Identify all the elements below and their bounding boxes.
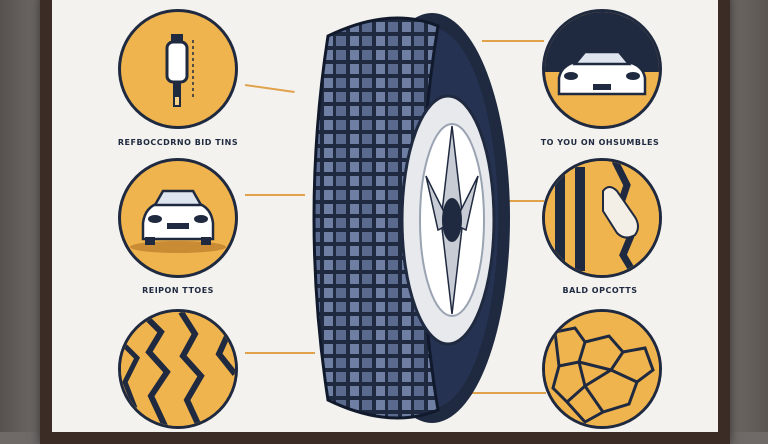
car-side-icon (542, 9, 662, 129)
label-mid-left: REIPON TTOES (142, 286, 214, 295)
tire-icon (270, 6, 520, 430)
label-top-left: REFBOCCDRNO BID TINS (117, 138, 239, 147)
label-mid-right: BALD OPCOTTS (562, 286, 638, 295)
label-top-right: TO YOU ON OHSUMBLES (540, 138, 660, 147)
callout-line-mid-right (482, 200, 544, 202)
callout-line-top-right (482, 40, 544, 42)
callout-line-bottom-left (245, 352, 315, 354)
callout-line-bottom-right (470, 392, 546, 394)
car-front-icon (118, 158, 238, 278)
tread-with-finger-icon (542, 158, 662, 278)
cracked-rubber-icon (542, 309, 662, 429)
callout-line-mid-left (245, 194, 305, 196)
worn-tread-icon (118, 309, 238, 429)
gauge-icon (118, 9, 238, 129)
